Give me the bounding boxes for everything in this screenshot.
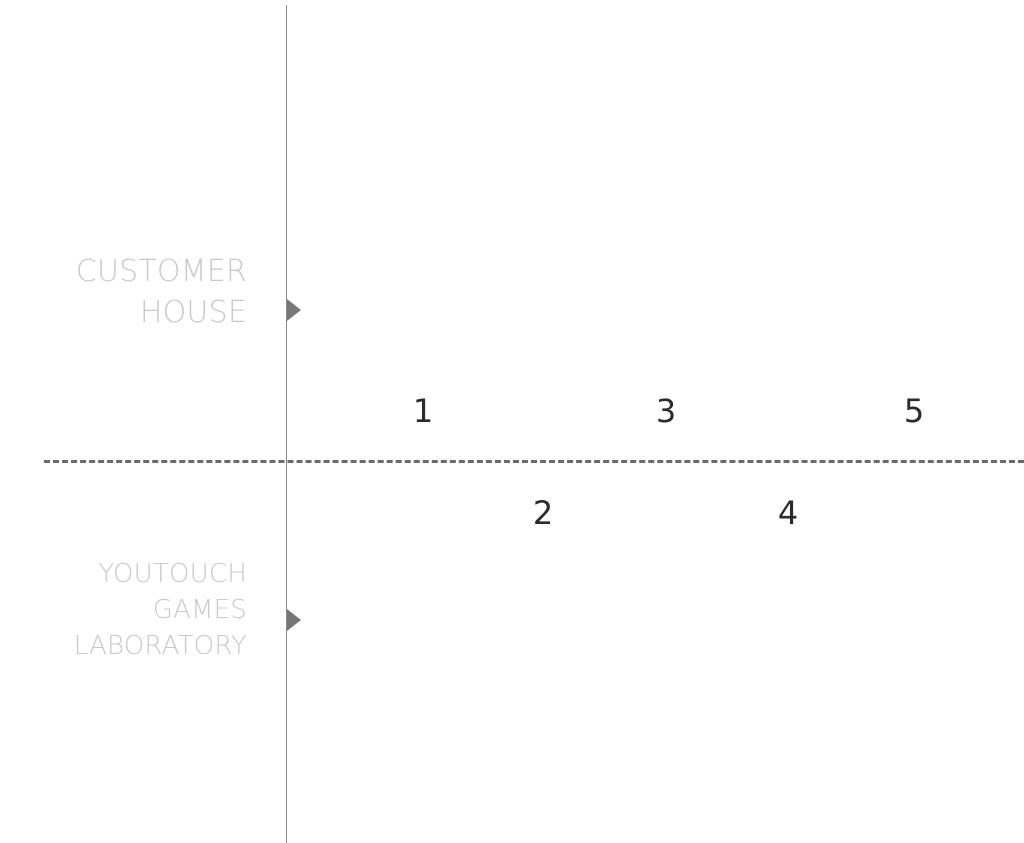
lane-label-line: GAMES (152, 595, 247, 625)
vertical-axis-line (286, 5, 287, 843)
lane-label-line: LABORATORY (73, 631, 247, 661)
lane-label-youtouch-games-laboratory: YOUTOUCH GAMES LABORATORY (74, 556, 247, 664)
lane-marker-triangle-icon (287, 609, 301, 631)
lane-divider-dashed-line (44, 460, 1024, 463)
lane-label-line: CUSTOMER (75, 254, 247, 289)
lane-label-customer-house: CUSTOMER HOUSE (76, 251, 247, 333)
step-number-3: 3 (655, 392, 677, 430)
step-number-4: 4 (777, 494, 799, 532)
step-number-5: 5 (903, 392, 925, 430)
lane-marker-triangle-icon (287, 299, 301, 321)
lane-label-line: HOUSE (139, 295, 247, 330)
lane-label-line: YOUTOUCH (98, 559, 247, 589)
step-number-1: 1 (412, 392, 434, 430)
step-number-2: 2 (532, 494, 554, 532)
